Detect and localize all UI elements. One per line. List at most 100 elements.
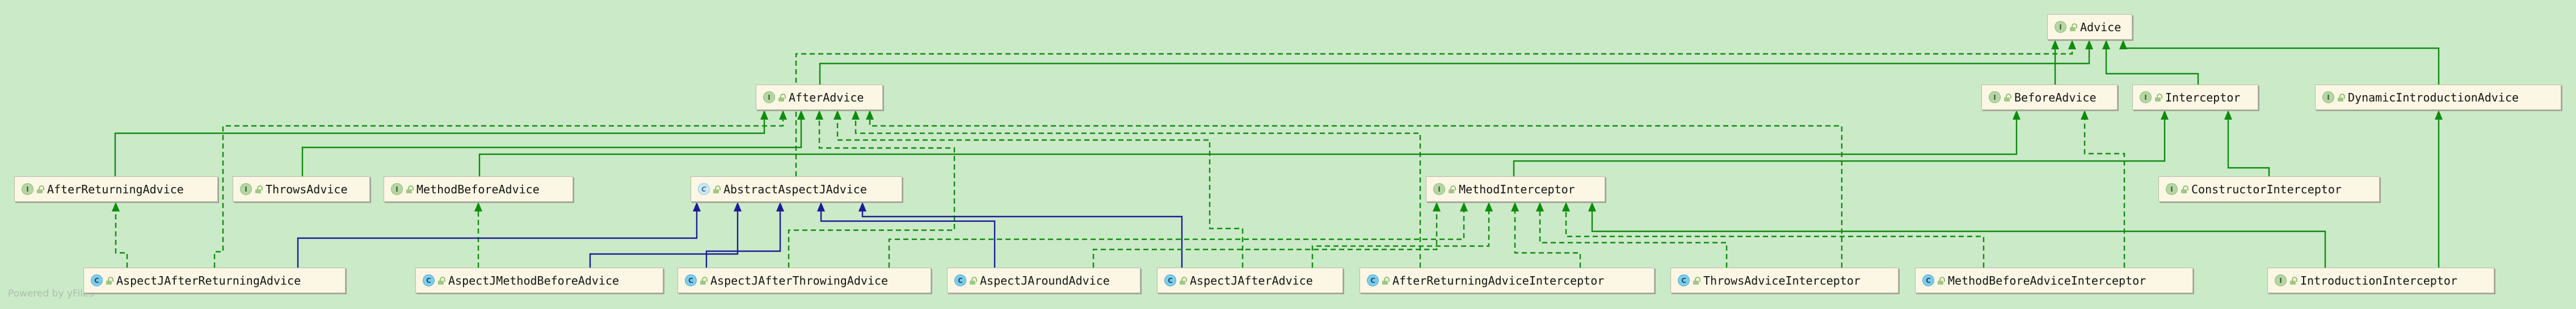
- extends-interface-edge: [2227, 118, 2270, 176]
- arrowhead: [797, 110, 805, 120]
- class-icon: C: [685, 274, 697, 286]
- public-lock-icon: [37, 185, 44, 193]
- public-lock-icon: [1938, 276, 1945, 285]
- class-icon: C: [954, 274, 966, 286]
- class-name-label: ThrowsAdvice: [266, 182, 348, 196]
- implements-edge: [1539, 210, 1728, 268]
- extends-class-edge: [297, 210, 698, 268]
- class-name-label: AfterReturningAdviceInterceptor: [1392, 273, 1605, 287]
- public-lock-icon: [713, 185, 721, 193]
- arrowhead: [858, 202, 866, 211]
- implements-edge: [855, 118, 1421, 268]
- implements-edge: [213, 118, 784, 268]
- public-lock-icon: [255, 185, 263, 193]
- public-lock-icon: [438, 276, 445, 285]
- class-name-label: AfterAdvice: [789, 90, 864, 104]
- class-name-label: MethodBeforeAdviceInterceptor: [1948, 273, 2146, 287]
- public-lock-icon: [2181, 185, 2188, 193]
- arrowhead: [1562, 202, 1570, 211]
- public-lock-icon: [2338, 93, 2345, 101]
- class-node-aspectjmethodbeforeadvice[interactable]: C AspectJMethodBeforeAdvice: [415, 268, 663, 293]
- class-node-aspectjaroundadvice[interactable]: C AspectJAroundAdvice: [947, 268, 1140, 293]
- class-node-introductioninterceptor[interactable]: I IntroductionInterceptor: [2267, 268, 2494, 293]
- arrowhead: [1536, 202, 1544, 211]
- arrowhead: [834, 110, 841, 120]
- public-lock-icon: [700, 276, 708, 285]
- interface-icon: I: [2166, 183, 2178, 195]
- arrowhead: [2102, 40, 2110, 49]
- arrowhead: [776, 202, 784, 211]
- class-name-label: AspectJAfterThrowingAdvice: [710, 273, 889, 287]
- implements-edge: [115, 210, 128, 268]
- arrowhead: [1485, 202, 1493, 211]
- implements-edge: [795, 48, 2073, 176]
- arrowhead: [815, 110, 823, 120]
- arrowhead: [2161, 110, 2169, 120]
- class-node-aspectjafterthrowingadvice[interactable]: C AspectJAfterThrowingAdvice: [677, 268, 931, 293]
- class-name-label: ThrowsAdviceInterceptor: [1703, 273, 1861, 287]
- implements-edge: [836, 118, 1244, 268]
- extends-interface-edge: [1591, 210, 2326, 268]
- class-name-label: AspectJMethodBeforeAdvice: [448, 273, 620, 287]
- public-lock-icon: [778, 93, 786, 101]
- extends-interface-edge: [301, 118, 802, 176]
- public-lock-icon: [106, 276, 113, 285]
- interface-icon: I: [763, 91, 775, 103]
- class-node-afteradvice[interactable]: I AfterAdvice: [756, 84, 883, 110]
- arrowhead: [779, 110, 787, 120]
- arrowhead: [474, 202, 482, 211]
- extends-interface-edge: [1513, 118, 2166, 176]
- arrowhead: [2013, 110, 2021, 120]
- extends-class-edge: [705, 210, 781, 268]
- arrowhead: [734, 202, 742, 211]
- arrowhead: [2085, 40, 2093, 49]
- public-lock-icon: [1449, 185, 1456, 193]
- arrowhead: [817, 202, 825, 211]
- interface-icon: I: [2055, 21, 2066, 33]
- public-lock-icon: [2155, 93, 2162, 101]
- arrowhead: [2081, 110, 2089, 120]
- arrowhead: [1511, 202, 1519, 211]
- extends-interface-edge: [478, 118, 2018, 176]
- implements-edge: [869, 118, 1843, 268]
- class-node-constructorinterceptor[interactable]: I ConstructorInterceptor: [2158, 176, 2380, 202]
- class-icon: C: [1164, 274, 1176, 286]
- arrowhead: [1588, 202, 1596, 211]
- extends-class-edge: [820, 210, 996, 268]
- arrowhead: [112, 202, 120, 211]
- class-name-label: IntroductionInterceptor: [2300, 273, 2457, 287]
- interface-icon: I: [1433, 183, 1445, 195]
- arrowhead: [2051, 40, 2059, 49]
- implements-edge: [2083, 118, 2125, 268]
- arrowhead: [760, 110, 768, 120]
- interface-icon: I: [2322, 91, 2334, 103]
- public-lock-icon: [1382, 276, 1390, 285]
- implements-edge: [1514, 210, 1581, 268]
- implements-edge: [1092, 210, 1438, 268]
- extends-class-edge: [861, 210, 1183, 268]
- arrowhead: [2119, 40, 2127, 49]
- public-lock-icon: [2004, 93, 2011, 101]
- class-name-label: ConstructorInterceptor: [2191, 182, 2342, 196]
- class-name-label: AspectJAroundAdvice: [980, 273, 1110, 287]
- class-icon: C: [423, 274, 435, 286]
- interface-icon: I: [2275, 274, 2287, 286]
- extends-interface-edge: [2123, 47, 2440, 84]
- abstract-class-icon: C: [698, 183, 710, 195]
- implements-edge: [1311, 210, 1490, 268]
